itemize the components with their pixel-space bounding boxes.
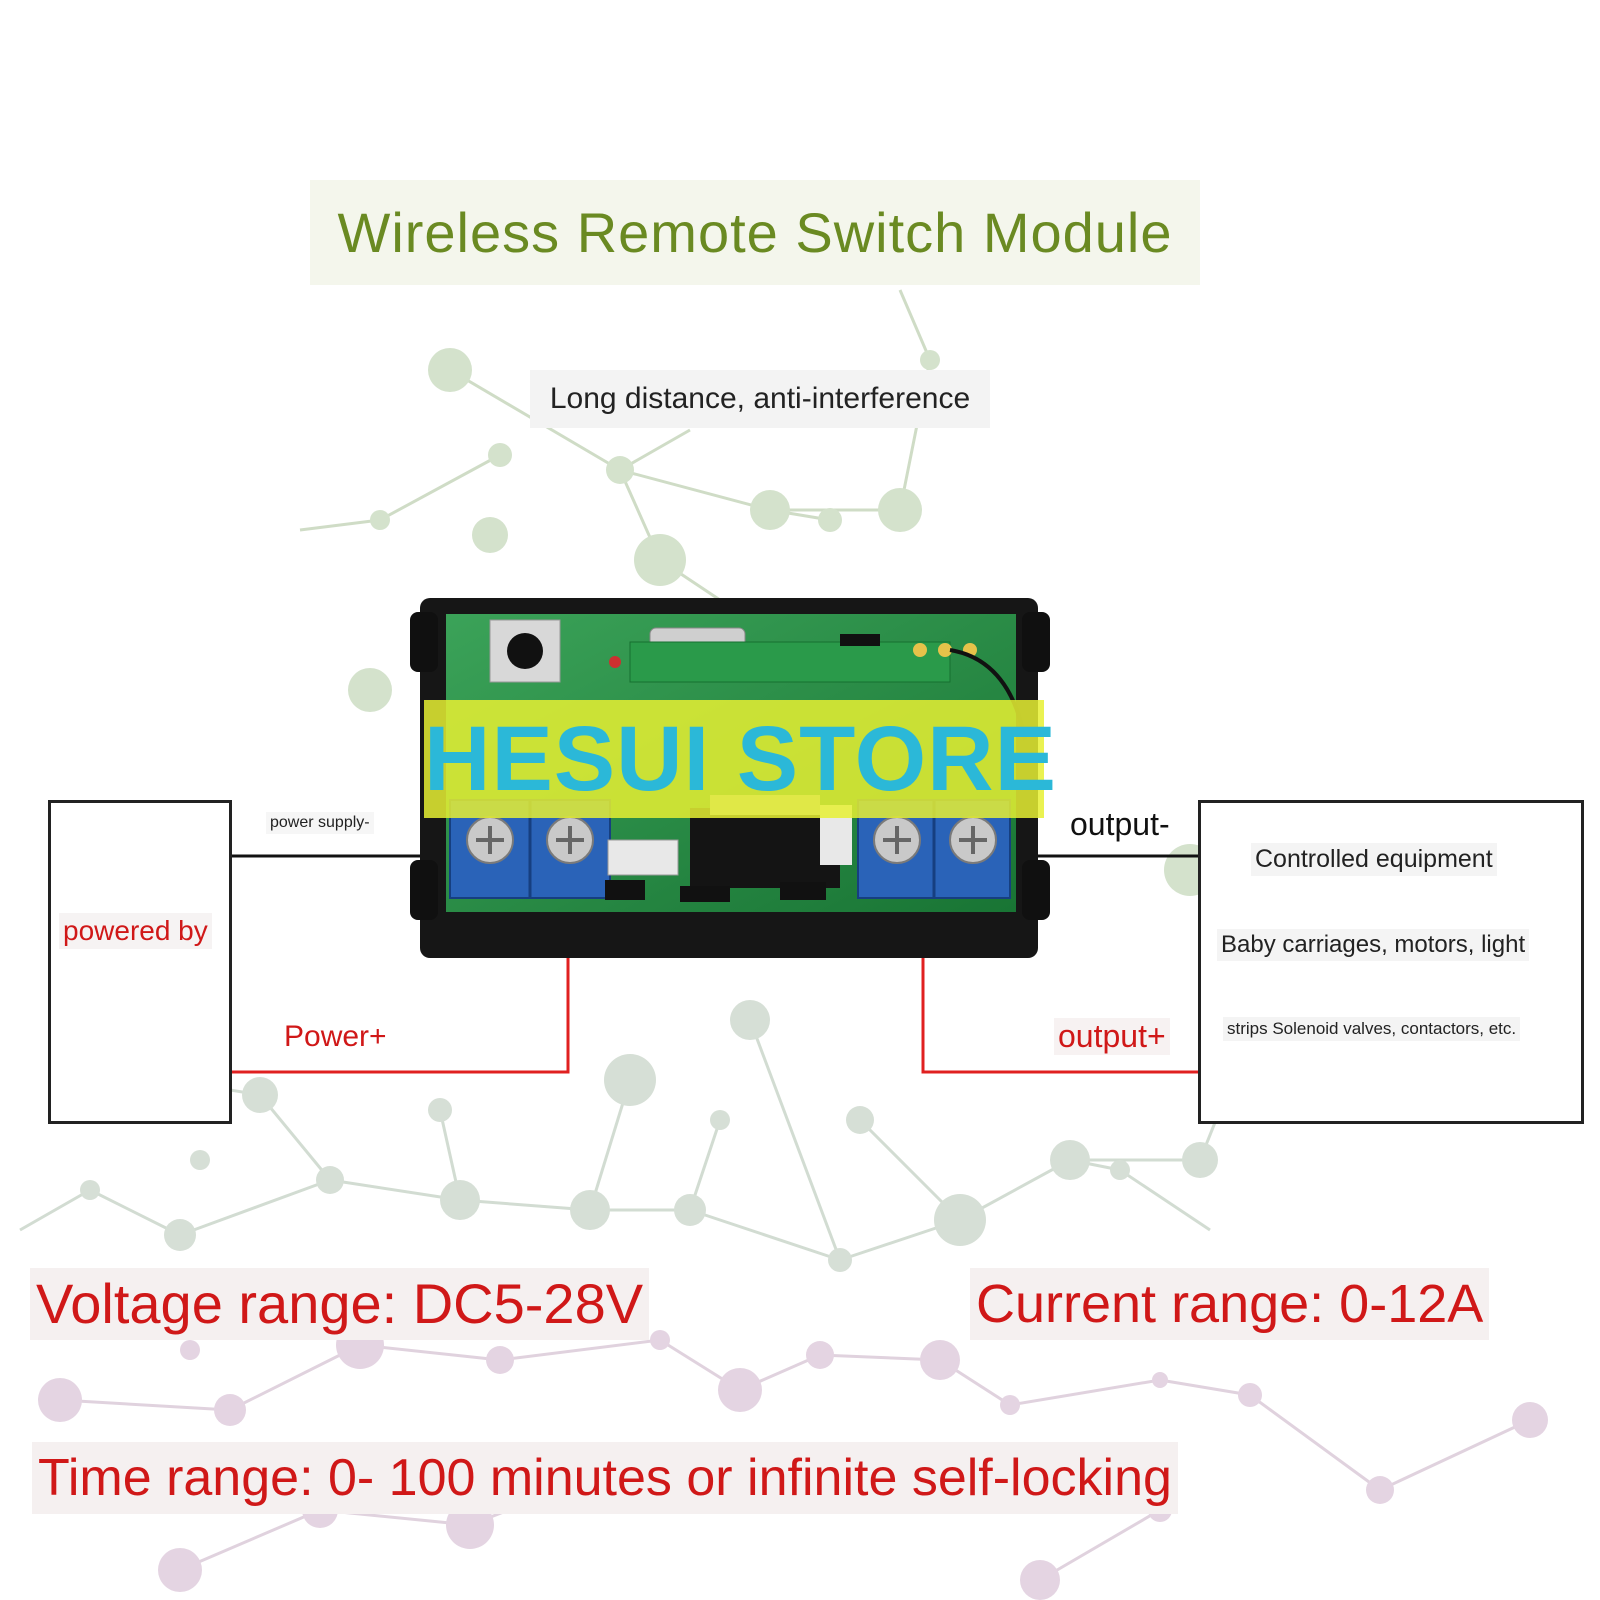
output-negative-label: output- bbox=[1070, 806, 1170, 842]
powered-by-label: powered by bbox=[59, 913, 212, 949]
equipment-heading: Controlled equipment bbox=[1251, 843, 1497, 876]
voltage-range-spec: Voltage range: DC5-28V bbox=[30, 1268, 650, 1340]
store-watermark: HESUI STORE bbox=[424, 700, 1056, 818]
time-range-spec: Time range: 0- 100 minutes or infinite s… bbox=[32, 1442, 1178, 1514]
controlled-equipment-box: Controlled equipment Baby carriages, mot… bbox=[1198, 800, 1584, 1124]
current-range-spec: Current range: 0-12A bbox=[970, 1268, 1490, 1340]
power-positive-label: Power+ bbox=[284, 1020, 387, 1053]
power-source-box: powered by bbox=[48, 800, 232, 1124]
output-positive-label: output+ bbox=[1054, 1018, 1170, 1055]
diagram-subtitle: Long distance, anti-interference bbox=[530, 370, 990, 428]
power-negative-label: power supply- bbox=[266, 812, 374, 834]
diagram-title: Wireless Remote Switch Module bbox=[310, 180, 1200, 285]
equipment-examples-line2: strips Solenoid valves, contactors, etc. bbox=[1223, 1017, 1521, 1041]
equipment-examples-line1: Baby carriages, motors, light bbox=[1217, 929, 1530, 961]
